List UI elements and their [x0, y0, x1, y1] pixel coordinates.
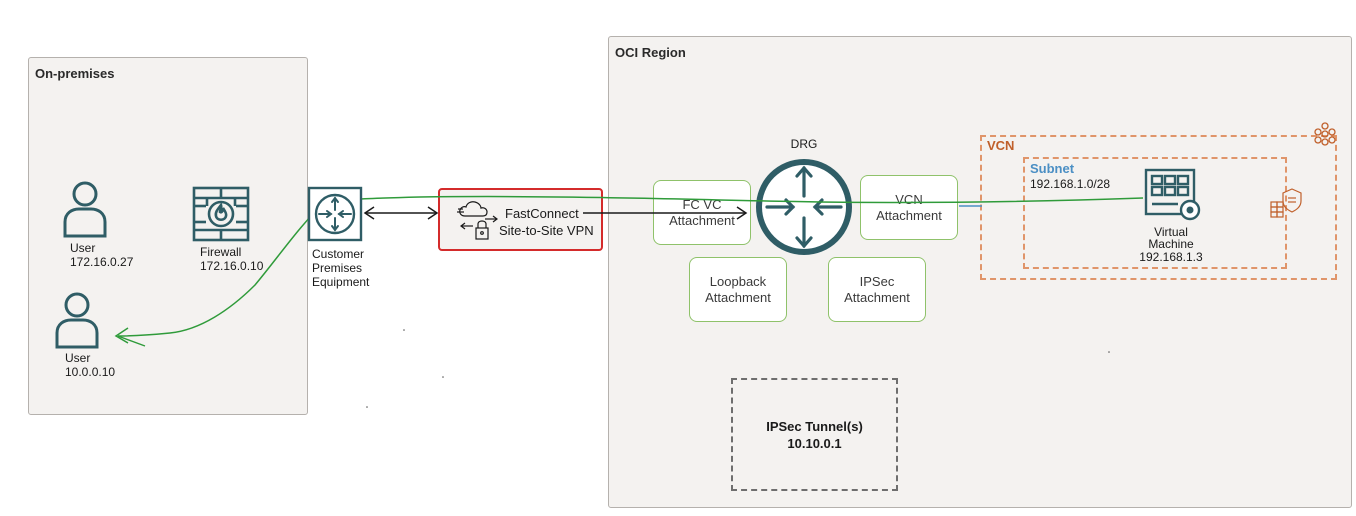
vcn-attachment-line1: VCN [895, 191, 923, 207]
vcn-network-icon [1314, 122, 1336, 146]
user2-ip: 10.0.0.10 [65, 365, 116, 379]
loopback-attachment[interactable]: Loopback Attachment [689, 257, 787, 322]
firewall-icon [192, 186, 250, 242]
vcn-attachment[interactable]: VCN Attachment [860, 175, 958, 240]
loopback-attachment-line2: Attachment [705, 289, 771, 305]
user1-ip: 172.16.0.27 [70, 255, 134, 269]
drg-label: DRG [790, 137, 818, 151]
ipsec-tunnel-box: IPSec Tunnel(s) 10.10.0.1 [731, 378, 898, 491]
cpe-line1: Customer [312, 247, 365, 261]
cpe-line3: Equipment [312, 275, 370, 289]
vm-line2: Machine [1148, 237, 1194, 251]
cpe-line2: Premises [312, 261, 363, 275]
user-icon [55, 292, 99, 349]
fc-vc-attachment[interactable]: FC VC Attachment [653, 180, 751, 245]
fc-vc-attachment-line2: Attachment [669, 212, 735, 228]
ipsec-attachment-line1: IPSec [859, 273, 895, 289]
user-icon [63, 181, 107, 238]
subnet-label: Subnet [1030, 161, 1075, 176]
on-premises-title: On-premises [35, 66, 115, 81]
firewall-ip: 172.16.0.10 [200, 259, 264, 273]
vcn-label: VCN [987, 138, 1015, 153]
fastconnect-cloud-icon [457, 201, 498, 240]
ipsec-attachment[interactable]: IPSec Attachment [828, 257, 926, 322]
subnet-cidr: 192.168.1.0/28 [1030, 177, 1111, 191]
loopback-attachment-line1: Loopback [709, 273, 767, 289]
oci-region-title: OCI Region [615, 45, 686, 60]
fc-vc-attachment-line1: FC VC [682, 196, 722, 212]
security-list-icon [1270, 188, 1302, 218]
router-icon [307, 186, 363, 242]
firewall-name: Firewall [200, 245, 242, 259]
fastconnect-label: FastConnect [505, 206, 579, 221]
ipsec-attachment-line2: Attachment [844, 289, 910, 305]
virtual-machine-icon [1144, 168, 1201, 221]
vpn-label: Site-to-Site VPN [499, 223, 594, 238]
vm-line1: Virtual [1154, 225, 1188, 239]
ipsec-tunnel-title: IPSec Tunnel(s) [766, 418, 863, 434]
user2-name: User [65, 351, 91, 365]
vcn-attachment-line2: Attachment [876, 207, 942, 223]
user1-name: User [70, 241, 96, 255]
vm-ip: 192.168.1.3 [1139, 250, 1203, 264]
ipsec-tunnel-ip: 10.10.0.1 [787, 435, 842, 451]
